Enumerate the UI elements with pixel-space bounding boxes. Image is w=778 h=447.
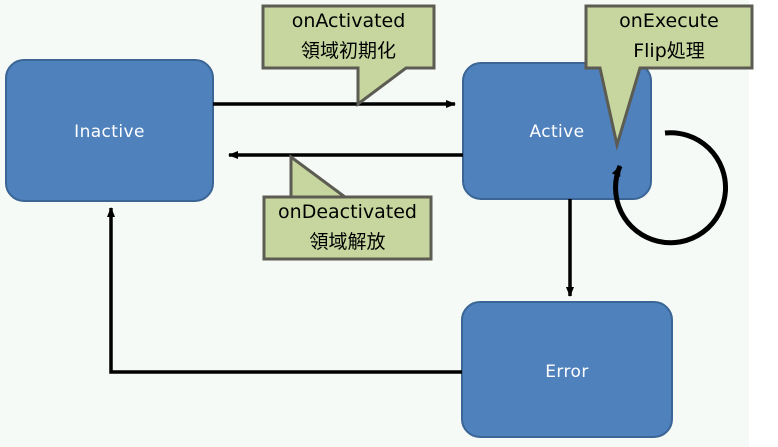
transition-arrow-active-self-loop <box>611 130 729 246</box>
transition-arrow-error-to-inactive <box>107 207 462 374</box>
callout-shape-on-deactivated <box>262 154 433 261</box>
state-box-inactive[interactable] <box>5 59 214 202</box>
state-node-inactive[interactable] <box>5 59 214 202</box>
state-node-error[interactable] <box>461 301 673 438</box>
state-box-error[interactable] <box>461 301 673 438</box>
callout-shape-on-execute <box>584 4 754 151</box>
state-box-active[interactable] <box>462 62 652 200</box>
callout-shape-on-activated <box>261 4 436 107</box>
state-node-active[interactable] <box>462 62 652 200</box>
